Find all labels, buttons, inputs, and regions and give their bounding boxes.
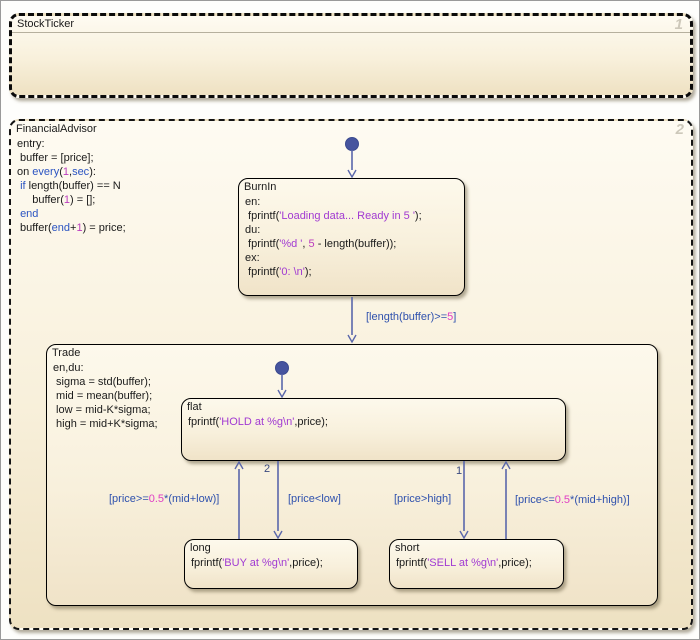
transition-order-flat-to-long[interactable]: 2 bbox=[264, 463, 271, 475]
state-stockticker-title: StockTicker bbox=[17, 18, 75, 30]
transition-order-flat-to-short[interactable]: 1 bbox=[456, 465, 463, 477]
transition-label-flat-to-short[interactable]: [price>high] bbox=[394, 493, 452, 505]
flat-state-actions: fprintf('HOLD at %g\n',price); bbox=[188, 416, 328, 428]
financialadvisor-state-actions: entry: buffer = [price];on every(1,sec):… bbox=[17, 138, 126, 234]
state-burnin[interactable]: BurnIn en: fprintf('Loading data... Read… bbox=[238, 178, 465, 296]
state-long-title: long bbox=[190, 542, 211, 554]
burnin-state-actions: en: fprintf('Loading data... Ready in 5 … bbox=[245, 196, 422, 278]
state-stockticker[interactable]: StockTicker 1 bbox=[9, 13, 693, 98]
trade-state-actions: en,du: sigma = std(buffer); mid = mean(b… bbox=[53, 362, 158, 430]
state-short[interactable]: short fprintf('SELL at %g\n',price); bbox=[389, 539, 564, 589]
transition-label-flat-to-long[interactable]: [price<low] bbox=[288, 493, 341, 505]
state-trade-title: Trade bbox=[52, 347, 81, 359]
state-flat[interactable]: flat fprintf('HOLD at %g\n',price); bbox=[181, 398, 566, 461]
state-financialadvisor-title: FinancialAdvisor bbox=[16, 123, 97, 135]
transition-label-long-to-flat[interactable]: [price>=0.5*(mid+low)] bbox=[109, 493, 220, 505]
state-flat-title: flat bbox=[187, 401, 202, 413]
transition-label-burnin-to-trade[interactable]: [length(buffer)>=5] bbox=[366, 311, 457, 323]
state-long[interactable]: long fprintf('BUY at %g\n',price); bbox=[184, 539, 358, 589]
financialadvisor-execution-order-badge: 2 bbox=[675, 121, 684, 138]
long-state-actions: fprintf('BUY at %g\n',price); bbox=[191, 557, 323, 569]
state-short-title: short bbox=[395, 542, 420, 554]
transition-label-short-to-flat[interactable]: [price<=0.5*(mid+high)] bbox=[515, 494, 630, 506]
state-burnin-title: BurnIn bbox=[244, 181, 277, 193]
short-state-actions: fprintf('SELL at %g\n',price); bbox=[396, 557, 532, 569]
stockticker-execution-order-badge: 1 bbox=[674, 16, 683, 33]
title-separator bbox=[12, 32, 690, 33]
